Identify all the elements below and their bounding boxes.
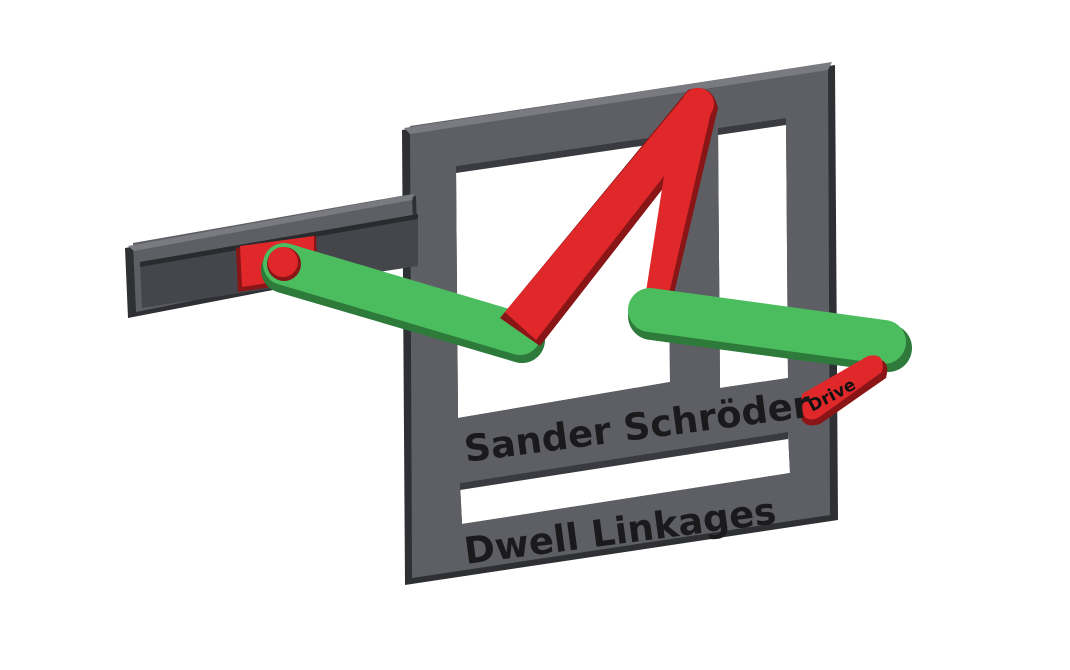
rocker-top-cap	[682, 88, 714, 120]
coupler-right-body	[628, 288, 906, 364]
rail-slot-lip	[140, 214, 418, 267]
coupler-link-left	[261, 243, 545, 363]
rocker-arm-upper	[505, 90, 712, 340]
window-3-lip	[460, 432, 788, 490]
window-2-lip	[718, 118, 786, 135]
coupler-link-right	[628, 288, 912, 372]
frame-top-bevel	[404, 62, 832, 134]
drive-crank-body	[802, 355, 883, 420]
coupler-left-body	[263, 243, 541, 355]
frame-face	[410, 63, 830, 578]
rail-top-bevel	[128, 194, 414, 251]
slider-pivot-pin	[267, 247, 301, 281]
window-1-lip	[456, 135, 668, 173]
rocker-link	[500, 88, 718, 346]
frame	[402, 62, 838, 585]
drive-crank: Drive	[800, 355, 888, 426]
